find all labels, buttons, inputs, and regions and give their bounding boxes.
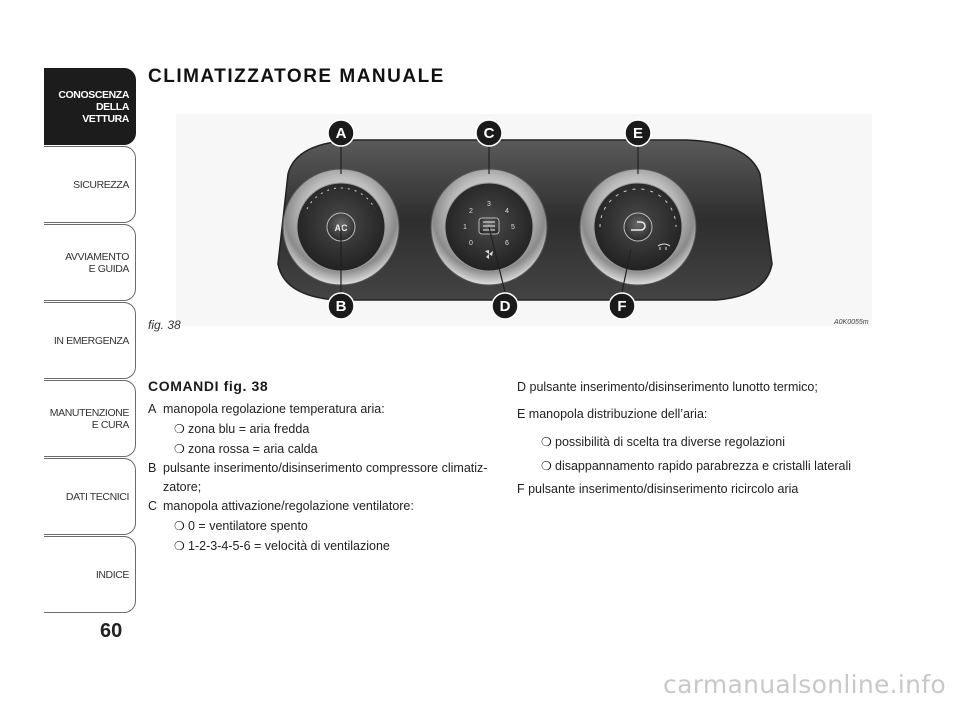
command-f: F pulsante inserimento/disinserimento ri… [517, 482, 799, 496]
fan-scale-2: 2 [469, 208, 473, 215]
bullet-icon: ❍ [541, 435, 552, 449]
tab-avviamento-e-guida[interactable]: AVVIAMENTO E GUIDA [44, 224, 136, 301]
figure-caption: fig. 38 [148, 318, 181, 332]
command-b: B pulsante inserimento/disinserimento co… [148, 459, 498, 497]
page-number: 60 [100, 620, 123, 642]
callout-d: D [491, 292, 519, 320]
list-item: ❍zona rossa = aria calda [148, 439, 498, 459]
fan-icon [485, 250, 493, 259]
list-item: ❍1-2-3-4-5-6 = velocità di ventilazione [148, 536, 498, 556]
command-text: pulsante inserimento/disinserimento comp… [163, 461, 488, 494]
bullet-icon: ❍ [174, 539, 185, 553]
bullet-icon: ❍ [174, 519, 185, 533]
tab-indice[interactable]: INDICE [44, 536, 136, 613]
command-key: A [148, 402, 157, 416]
tab-manutenzione-e-cura[interactable]: MANUTENZIONE E CURA [44, 380, 136, 457]
bullet-icon: ❍ [174, 442, 185, 456]
svg-text:C: C [484, 125, 495, 142]
climate-panel-illustration: A C 0 1 2 3 4 5 6 [176, 114, 872, 326]
tab-conoscenza-della-vettura[interactable]: CONOSCENZA DELLA VETTURA [44, 68, 136, 145]
commands-left-column: COMANDI fig. 38 A manopola regolazione t… [148, 378, 498, 556]
air-distribution-knob[interactable] [579, 168, 697, 286]
command-text: manopola attivazione/regolazione ventila… [163, 499, 414, 513]
figure-code: A0K0055m [834, 319, 869, 326]
svg-text:D: D [500, 298, 511, 315]
chapter-tabs: CONOSCENZA DELLA VETTURA SICUREZZA AVVIA… [44, 68, 136, 614]
callout-lines [340, 146, 639, 293]
callout-c: C [475, 119, 503, 147]
fan-scale-6: 6 [505, 240, 509, 247]
list-item: ❍possibilità di scelta tra diverse regol… [517, 432, 867, 452]
command-key: B [148, 461, 157, 475]
svg-text:B: B [336, 298, 347, 315]
page-title: CLIMATIZZATORE MANUALE [148, 66, 445, 87]
recirculation-icon [631, 221, 646, 231]
callout-f: F [608, 292, 636, 320]
svg-text:E: E [633, 125, 643, 142]
list-item: ❍zona blu = aria fredda [148, 419, 498, 439]
list-item: ❍0 = ventilatore spento [148, 516, 498, 536]
climate-control-figure: A C 0 1 2 3 4 5 6 [176, 114, 872, 326]
callout-a: A [327, 119, 355, 147]
bullet-icon: ❍ [541, 459, 552, 473]
windshield-defrost-icon [657, 243, 671, 250]
fan-scale-1: 1 [463, 224, 467, 231]
callout-e: E [624, 119, 652, 147]
bullet-icon: ❍ [174, 422, 185, 436]
command-key: C [148, 499, 158, 513]
fan-scale-4: 4 [505, 208, 509, 215]
callout-b: B [327, 292, 355, 320]
svg-text:F: F [617, 298, 626, 315]
tab-sicurezza[interactable]: SICUREZZA [44, 146, 136, 223]
command-d: D pulsante inserimento/disinserimento lu… [517, 380, 818, 394]
command-a: A manopola regolazione temperatura aria: [148, 400, 498, 419]
fan-scale-0: 0 [469, 240, 473, 247]
section-title: COMANDI fig. 38 [148, 378, 269, 394]
list-item: ❍disappannamento rapido parabrezza e cri… [517, 456, 867, 476]
command-e: E manopola distribuzione dell’aria: [517, 407, 708, 421]
commands-right-column: D pulsante inserimento/disinserimento lu… [517, 378, 867, 507]
tab-in-emergenza[interactable]: IN EMERGENZA [44, 302, 136, 379]
fan-scale-5: 5 [511, 224, 515, 231]
svg-text:A: A [336, 125, 347, 142]
command-text: manopola regolazione temperatura aria: [163, 402, 385, 416]
command-c: C manopola attivazione/regolazione venti… [148, 497, 498, 516]
fan-scale-3: 3 [487, 201, 491, 208]
tab-dati-tecnici[interactable]: DATI TECNICI [44, 458, 136, 535]
fan-scale: 0 1 2 3 4 5 6 [463, 201, 515, 247]
rear-defrost-icon [483, 221, 495, 231]
watermark: carmanualsonline.info [663, 670, 946, 699]
